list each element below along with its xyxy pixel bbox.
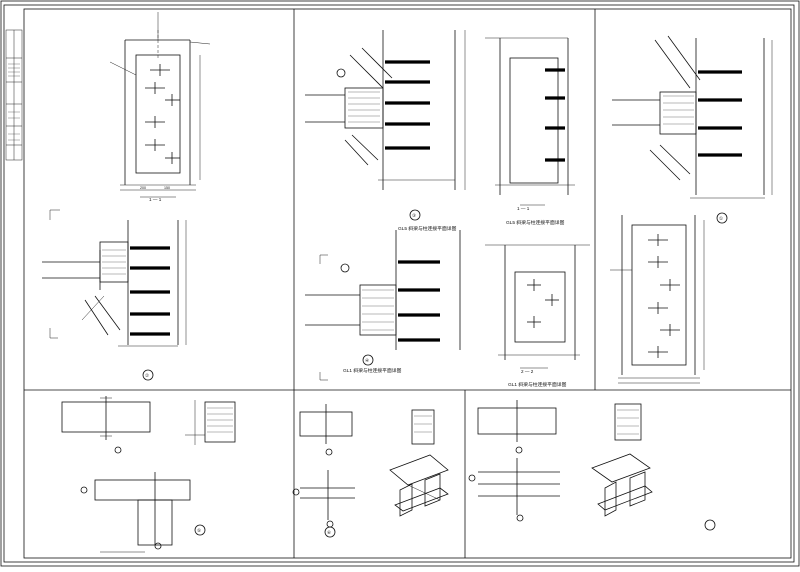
section-2-2-label: 2 — 2 [521, 369, 534, 374]
detail-callout-icon [362, 354, 374, 366]
caption-gl5-top: GL5 斜梁与柱连接平面详图 [398, 225, 457, 232]
detail-column-elevation [610, 215, 705, 384]
detail-callout-icon [194, 524, 206, 536]
callout-3: ③ [412, 213, 417, 218]
detail-callout-icon [409, 209, 421, 221]
detail-splice-right [468, 400, 716, 531]
callout-4: ④ [365, 358, 370, 363]
dim-150: 150 [164, 186, 170, 190]
title-block [5, 29, 23, 161]
caption-gl1-right: GL1 斜梁与柱连接平面详图 [508, 381, 567, 388]
steel-column-isometric-icon [591, 453, 653, 517]
detail-2-beam-column: ② [42, 209, 187, 381]
dim-200: 200 [140, 186, 146, 190]
detail-3-sloped-beam: ③ GL5 斜梁与柱连接平面详图 [305, 30, 466, 232]
detail-callout-icon [324, 526, 336, 538]
detail-1-gl1: ① [612, 35, 773, 224]
detail-callout-icon [716, 212, 728, 224]
detail-callout-icon [704, 519, 716, 531]
detail-4-gl1-beam: ④ GL1 斜梁与柱连接平面详图 [305, 230, 461, 381]
callout-1: ① [719, 216, 724, 221]
detail-5-splice: ⑤ [61, 396, 236, 553]
detail-gl5-plan: 1 — 1 GL5 斜梁与柱连接平面详图 [485, 37, 575, 226]
callout-5: ⑤ [197, 528, 202, 533]
callout-6: ⑥ [327, 530, 332, 535]
detail-6-beam-splice: ⑥ [292, 404, 449, 538]
detail-section-1-1: 200 150 1 — 1 [109, 12, 211, 202]
callout-2: ② [145, 373, 150, 378]
detail-section-2-2: 2 — 2 GL1 斜梁与柱连接平面详图 [485, 244, 590, 388]
steel-column-isometric-icon [389, 454, 449, 517]
caption-gl5-mid: GL5 斜梁与柱连接平面详图 [506, 219, 565, 226]
section-1-1-label: 1 — 1 [149, 197, 162, 202]
caption-gl1-mid: GL1 斜梁与柱连接平面详图 [343, 367, 402, 374]
section-1-1-label-2: 1 — 1 [517, 206, 530, 211]
detail-callout-icon [142, 369, 154, 381]
